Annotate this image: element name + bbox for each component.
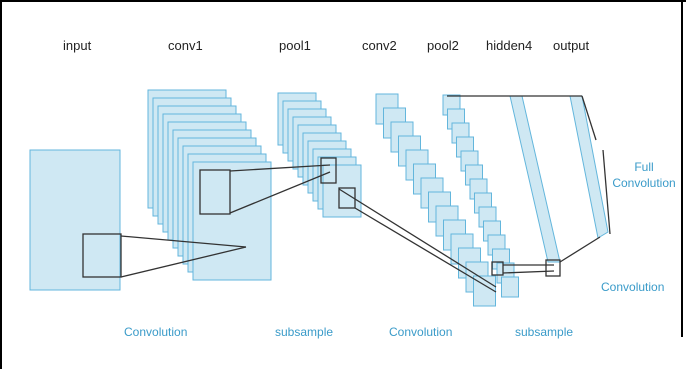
connection-lines [120,95,611,293]
layer-label-output: output [553,38,590,53]
operation-label-full-line1: Full [634,160,654,174]
layer-label-input: input [63,38,92,53]
conv1-feature-maps [147,89,272,281]
conv2-feature-maps [375,93,496,307]
layer-label-pool2: pool2 [427,38,459,53]
pool2-window [491,261,504,276]
hidden4-units [509,95,561,277]
input-receptive-field [82,233,122,278]
input-layer-map [29,149,122,291]
operation-label-convolution-2: Convolution [389,325,453,339]
link-conv1-pool1-bottom [229,171,331,214]
link-pool2-hidden-bottom [502,270,555,274]
operation-label-subsample-1: subsample [275,325,334,339]
link-pool1-conv2-top [338,188,497,288]
operation-label-full-line2: Convolution [612,176,676,190]
layer-label-hidden4: hidden4 [486,38,533,53]
link-top-to-full [581,95,597,141]
layer-label-pool1: pool1 [279,38,311,53]
conv1-map-10 [192,161,272,281]
link-input-conv1-top [120,235,247,248]
conv1-receptive-field [199,169,231,215]
link-pool1-conv2-bottom [354,207,497,293]
frame-right-edge [681,2,683,337]
pool2-feature-maps [442,94,519,298]
link-conv1-pool1-top [229,164,331,172]
layer-label-conv2: conv2 [362,38,397,53]
operation-label-subsample-2: subsample [515,325,574,339]
operation-label-convolution-1: Convolution [124,325,188,339]
input-map [29,149,121,291]
layer-label-conv1: conv1 [168,38,203,53]
pool1-feature-maps [277,92,362,218]
hidden4-slab [509,95,561,263]
pool2-map-14 [501,276,519,298]
link-full-edge [602,149,611,235]
operation-label-convolution-right: Convolution [601,280,665,294]
pool1-window [320,157,337,184]
link-input-conv1-bottom [120,246,247,278]
link-hidden-output [559,236,601,263]
hidden4-window [545,259,561,277]
pool1-conv-window [338,187,356,209]
